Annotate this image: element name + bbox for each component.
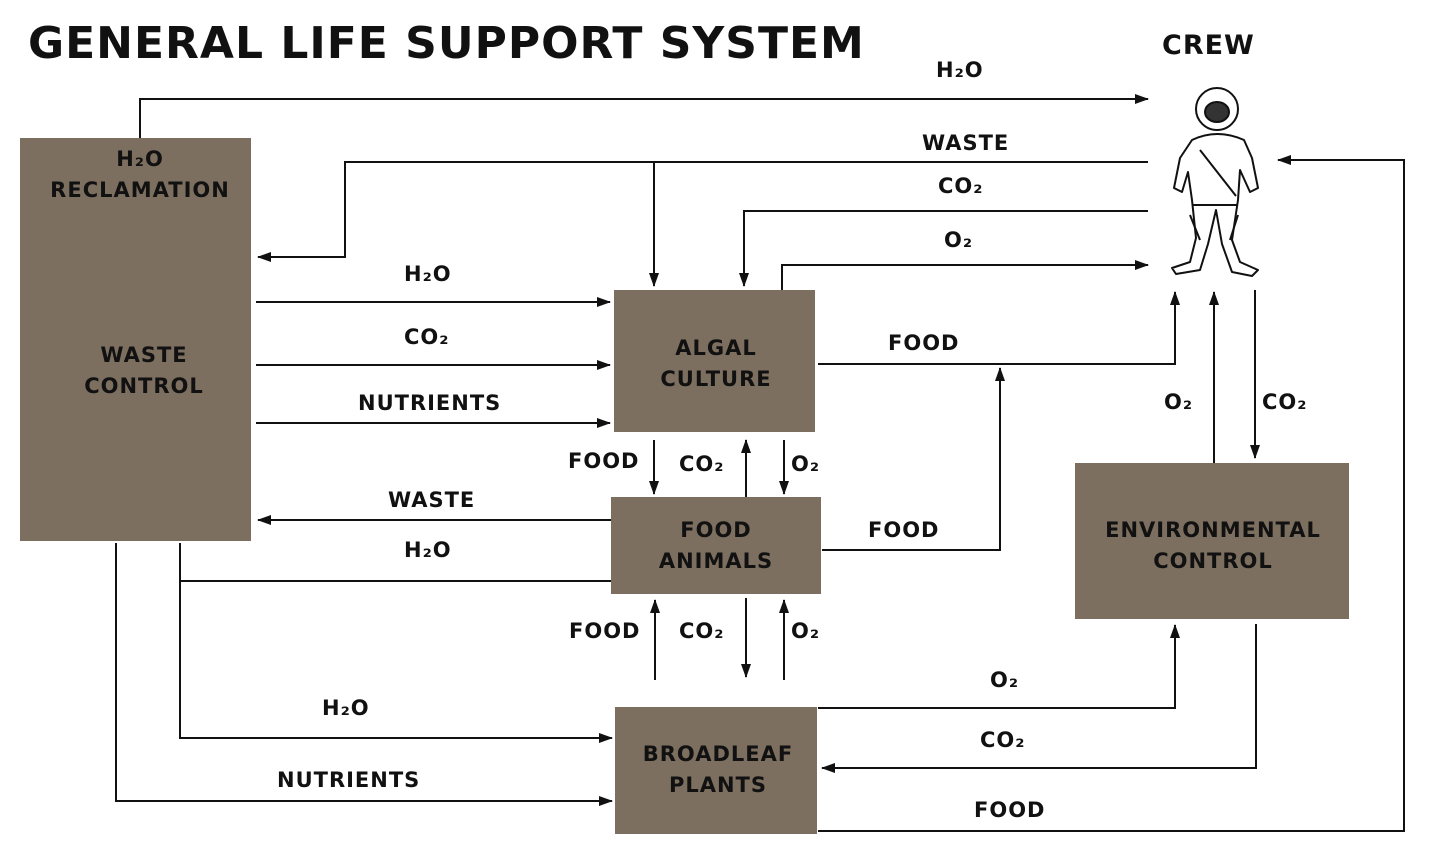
food-animals-box [611,497,821,594]
environmental-control-label: ENVIRONMENTAL CONTROL [1105,518,1321,573]
algal-culture-box [614,290,815,432]
flow-co2-to-algae [739,210,1148,287]
label-waste-animals: WASTE [388,488,476,512]
flow-co2-env-to-plants [821,624,1257,773]
flow-waste-to-waste-control [257,161,1148,262]
broadleaf-plants-box [615,707,817,834]
label-o2-env-crew: O₂ [1164,390,1194,414]
label-nutrients-to-plants: NUTRIENTS [277,768,421,792]
environmental-control-box [1075,463,1349,619]
food-animals-label: FOOD ANIMALS [658,518,774,573]
label-h2o-top: H₂O [936,58,984,82]
flow-food-algae-to-crew [818,291,1180,365]
waste-control-label: WASTE CONTROL [84,343,204,398]
water-reclamation-label: H₂O RECLAMATION [50,147,230,202]
waste-control-box [20,138,251,541]
label-o2-plants-env: O₂ [990,668,1020,692]
label-co2-env-plants: CO₂ [980,728,1026,752]
label-nutrients-to-algae: NUTRIENTS [358,391,502,415]
label-food-plants-animals: FOOD [569,619,641,643]
label-food-algae-animals: FOOD [568,449,640,473]
label-co2-crew-env: CO₂ [1262,390,1308,414]
diagram-title: GENERAL LIFE SUPPORT SYSTEM [28,18,865,69]
flow-o2-plants-to-env [818,624,1180,709]
astronaut-icon [1171,87,1259,277]
label-food-plants-crew: FOOD [974,798,1046,822]
label-food-animals-crew: FOOD [868,518,940,542]
broadleaf-plants-label: BROADLEAF PLANTS [642,742,794,797]
label-o2-algae-animals: O₂ [791,452,821,476]
crew-label: CREW [1162,30,1255,61]
label-co2-animals-algae: CO₂ [679,452,725,476]
flow-h2o-to-crew [139,94,1149,138]
label-co2-animals-plants: CO₂ [679,619,725,643]
label-co2-to-algae: CO₂ [404,325,450,349]
label-waste-crew: WASTE [922,131,1010,155]
label-o2-crew: O₂ [944,228,974,252]
label-food-algae-crew: FOOD [888,331,960,355]
flow-food-animals-to-crew [822,367,1005,551]
label-co2-crew: CO₂ [938,174,984,198]
flow-food-plants-to-crew [818,155,1405,832]
label-h2o-to-plants: H₂O [322,696,370,720]
label-h2o-animals: H₂O [404,538,452,562]
algal-culture-label: ALGAL CULTURE [660,336,772,391]
flow-nutrients-to-plants [115,543,613,806]
label-h2o-to-algae: H₂O [404,262,452,286]
flow-o2-algae-to-crew [781,260,1149,290]
label-o2-plants-animals: O₂ [791,619,821,643]
flow-h2o-to-plants [179,543,613,743]
